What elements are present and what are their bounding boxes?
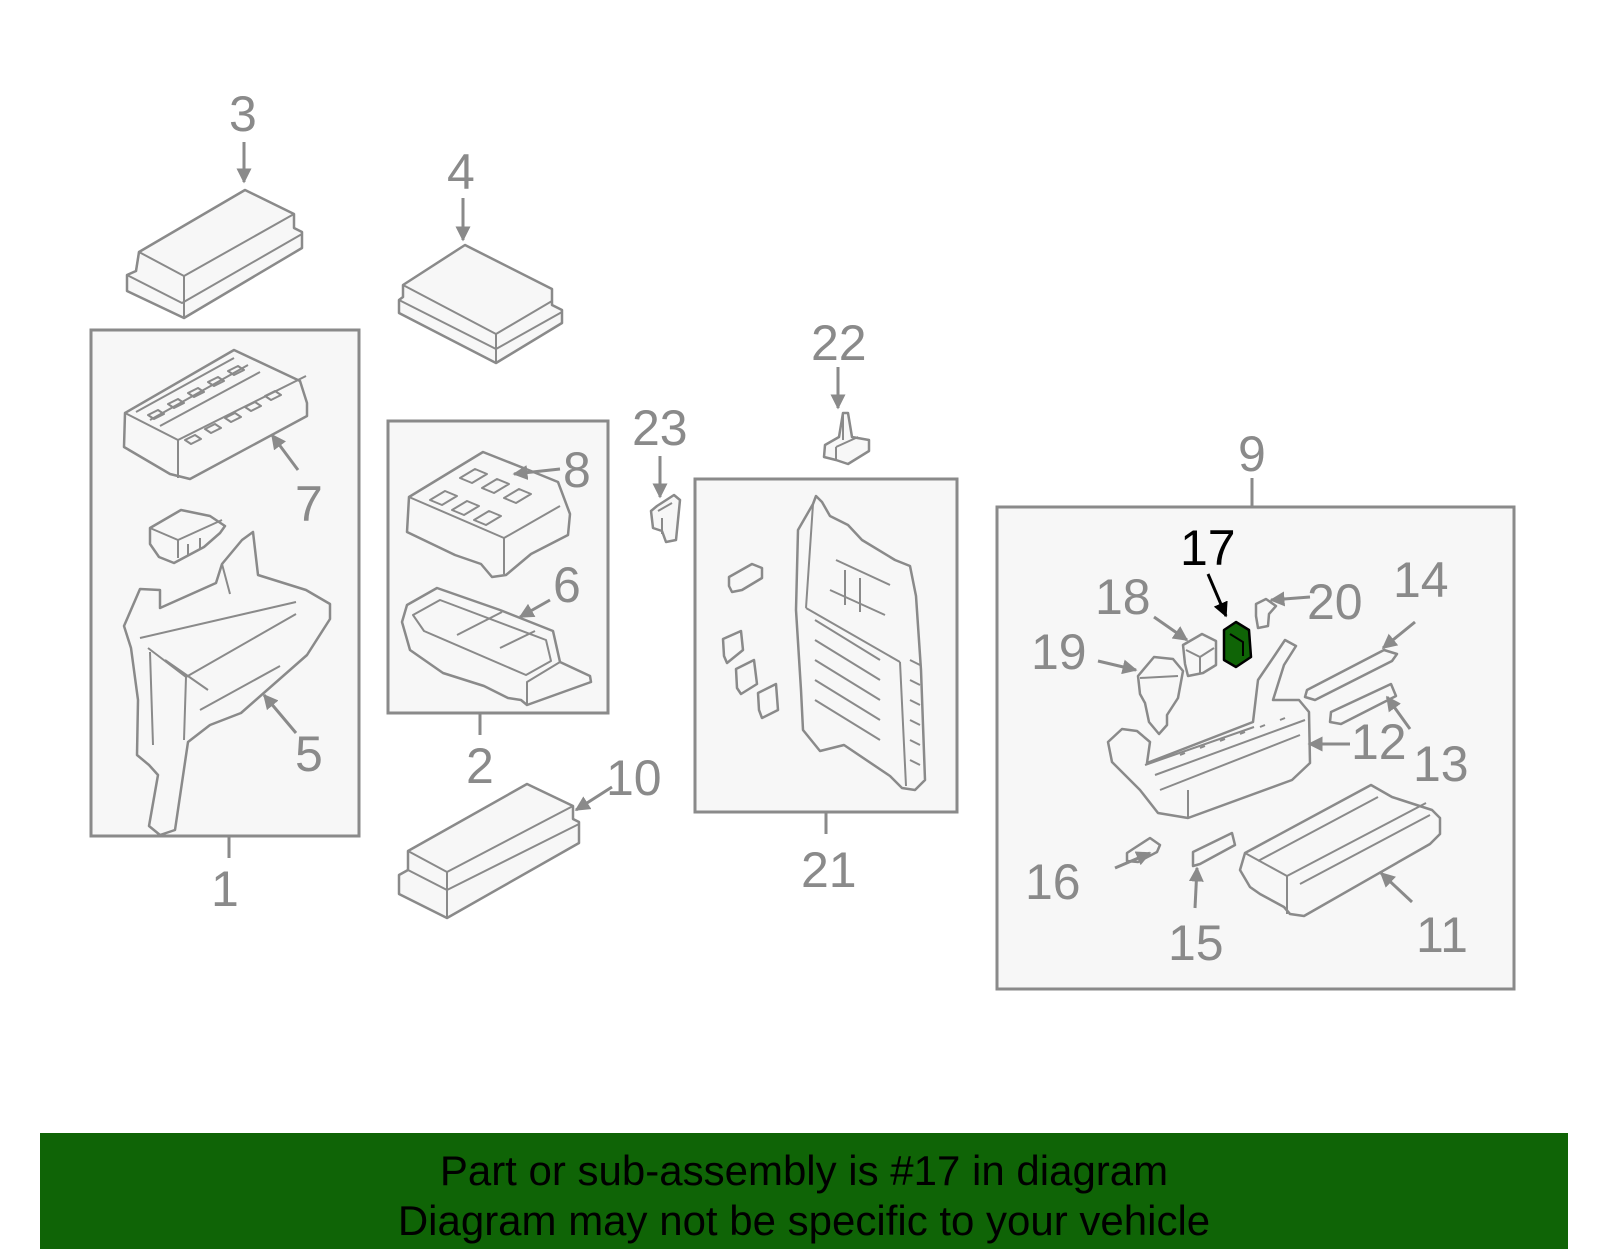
part-6-fuse-tray bbox=[400, 586, 593, 707]
part-5-lower-housing bbox=[122, 530, 332, 837]
part-3-cover bbox=[125, 188, 304, 320]
part-8-relay-block bbox=[405, 450, 572, 579]
part-4-cover bbox=[397, 243, 564, 365]
part-22-bracket bbox=[822, 411, 871, 466]
callout-10[interactable]: 10 bbox=[606, 750, 662, 806]
callout-5[interactable]: 5 bbox=[295, 726, 323, 782]
part-21-module bbox=[794, 494, 927, 792]
part-23-clip bbox=[649, 493, 682, 544]
banner-line-2: Diagram may not be specific to your vehi… bbox=[397, 1197, 1211, 1244]
callout-21[interactable]: 21 bbox=[801, 842, 857, 898]
callout-14[interactable]: 14 bbox=[1393, 552, 1449, 608]
callout-15[interactable]: 15 bbox=[1168, 915, 1224, 971]
callout-13[interactable]: 13 bbox=[1413, 736, 1469, 792]
part-14-strip bbox=[1303, 648, 1399, 702]
callout-2[interactable]: 2 bbox=[466, 738, 494, 794]
part-10-cover bbox=[397, 782, 581, 920]
banner-line-1: Part or sub-assembly is #17 in diagram bbox=[439, 1147, 1169, 1194]
callout-19[interactable]: 19 bbox=[1031, 624, 1087, 680]
part-fuse-cover-small bbox=[148, 508, 227, 565]
callout-3[interactable]: 3 bbox=[229, 86, 257, 142]
leader-17 bbox=[1206, 573, 1228, 618]
callout-7[interactable]: 7 bbox=[295, 476, 323, 532]
callout-9[interactable]: 9 bbox=[1238, 426, 1266, 482]
part-11-lower-tray bbox=[1238, 783, 1442, 918]
callout-11[interactable]: 11 bbox=[1416, 907, 1468, 963]
callout-1[interactable]: 1 bbox=[211, 861, 239, 917]
callout-22[interactable]: 22 bbox=[811, 315, 867, 371]
part-12-fuse-block bbox=[1106, 638, 1312, 820]
callout-4[interactable]: 4 bbox=[447, 144, 475, 200]
callout-18[interactable]: 18 bbox=[1095, 569, 1151, 625]
callout-6[interactable]: 6 bbox=[553, 557, 581, 613]
part-15 bbox=[1191, 831, 1237, 868]
part-21-connectors bbox=[721, 562, 780, 720]
part-13-strip bbox=[1328, 682, 1398, 726]
part-19 bbox=[1136, 655, 1185, 736]
callout-12[interactable]: 12 bbox=[1351, 714, 1407, 770]
leader-lines bbox=[227, 142, 1416, 909]
part-18 bbox=[1181, 632, 1218, 678]
callout-8[interactable]: 8 bbox=[563, 442, 591, 498]
part-7-relay-block bbox=[122, 348, 309, 481]
info-banner: Part or sub-assembly is #17 in diagram D… bbox=[40, 1133, 1568, 1249]
callout-20[interactable]: 20 bbox=[1307, 574, 1363, 630]
callout-16[interactable]: 16 bbox=[1025, 854, 1081, 910]
callout-17[interactable]: 17 bbox=[1180, 520, 1236, 576]
part-17-highlighted bbox=[1222, 620, 1253, 669]
callout-23[interactable]: 23 bbox=[632, 400, 688, 456]
